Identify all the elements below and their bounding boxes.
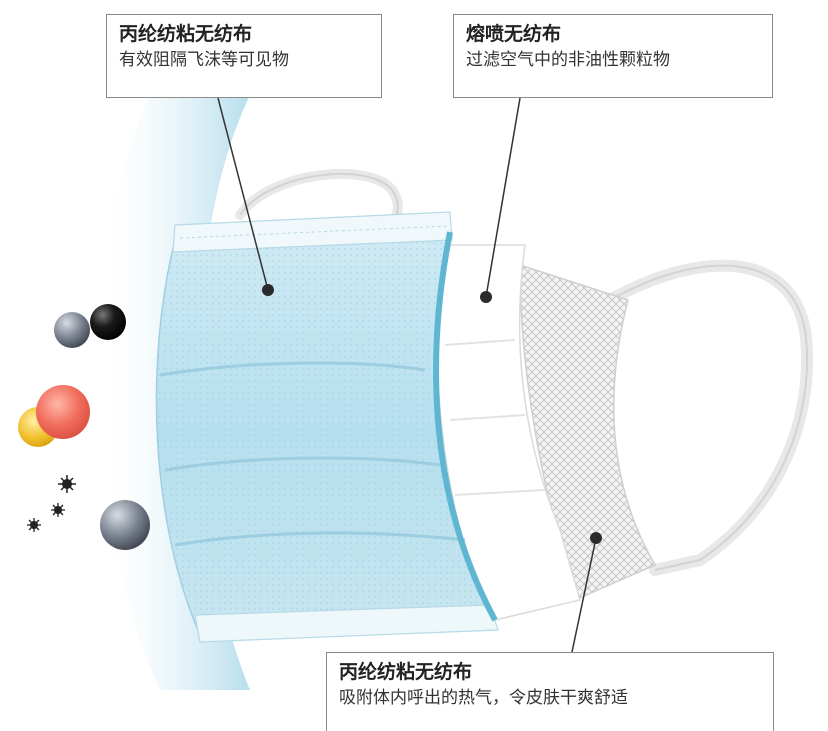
pleat-1 [159,361,426,377]
leader-line-inner [571,537,597,653]
callout-outer-layer: 丙纶纺粘无纺布 有效阻隔飞沫等可见物 [106,14,382,98]
leader-line-middle [485,97,521,298]
callout-inner-layer: 丙纶纺粘无纺布 吸附体内呼出的热气，令皮肤干爽舒适 [326,652,774,731]
leader-dot-outer [262,284,274,296]
callout-inner-title: 丙纶纺粘无纺布 [339,661,473,683]
germ-icon [27,518,41,532]
particle-red [36,385,90,439]
callout-middle-desc: 过滤空气中的非油性颗粒物 [466,50,670,70]
leader-line-outer [217,97,269,291]
germ-icon [58,475,76,493]
callout-inner-desc: 吸附体内呼出的热气，令皮肤干爽舒适 [339,688,628,708]
pleat-3 [174,531,466,547]
leader-dot-middle [480,291,492,303]
particle-gray-2 [100,500,150,550]
particle-gray-1 [54,312,90,348]
callout-middle-layer: 熔喷无纺布 过滤空气中的非油性颗粒物 [453,14,773,98]
callout-outer-title: 丙纶纺粘无纺布 [119,23,253,45]
callout-outer-desc: 有效阻隔飞沫等可见物 [119,50,289,70]
particle-black [90,304,126,340]
ear-loop-right [604,259,814,576]
leader-dot-inner [590,532,602,544]
pleat-2 [164,456,441,472]
mask-edge [433,231,498,622]
mask-bottom-band [194,604,499,643]
germ-icon [51,503,65,517]
callout-middle-title: 熔喷无纺布 [466,23,562,45]
